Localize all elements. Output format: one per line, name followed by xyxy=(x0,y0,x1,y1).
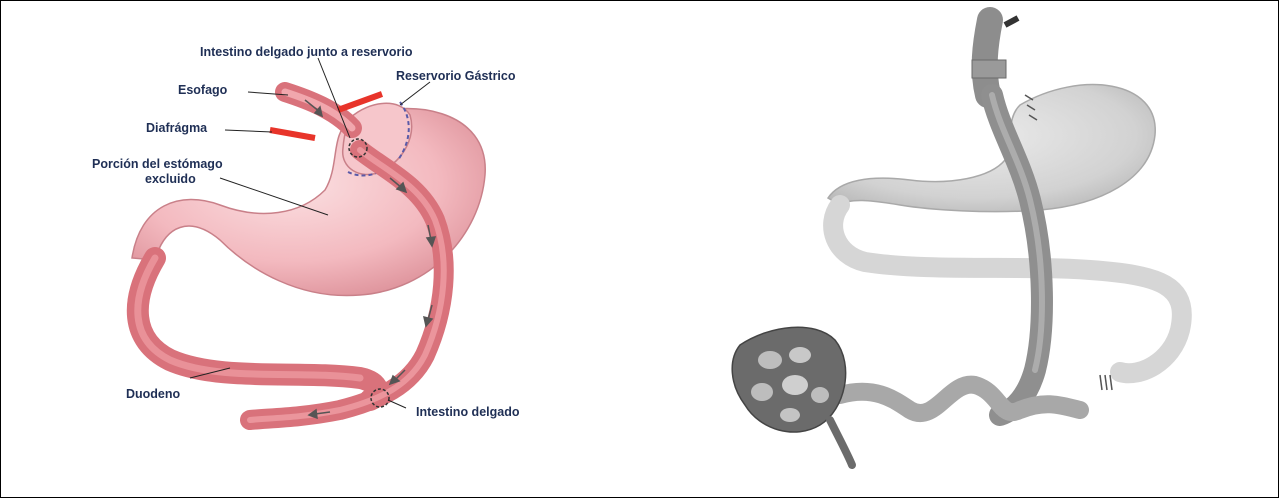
grayscale-bypass-illustration xyxy=(700,0,1260,498)
label-intestino-junto: Intestino delgado junto a reservorio xyxy=(200,45,413,59)
labeled-bypass-diagram: Intestino delgado junto a reservorio Res… xyxy=(60,0,580,498)
label-porcion-line1: Porción del estómago xyxy=(92,157,223,171)
label-reservorio: Reservorio Gástrico xyxy=(396,69,516,83)
labeled-bypass-svg: Intestino delgado junto a reservorio Res… xyxy=(60,0,580,498)
gray-cecum xyxy=(732,327,852,465)
label-diafragma: Diafrágma xyxy=(146,121,208,135)
label-esofago: Esofago xyxy=(178,83,228,97)
label-porcion-line2: excluido xyxy=(145,172,196,186)
grayscale-bypass-svg xyxy=(700,0,1260,498)
gray-band-ring xyxy=(972,60,1006,78)
gray-esophagus xyxy=(972,18,1018,95)
label-duodeno: Duodeno xyxy=(126,387,181,401)
label-intestino-delgado: Intestino delgado xyxy=(416,405,520,419)
gray-common-channel xyxy=(840,385,1080,413)
